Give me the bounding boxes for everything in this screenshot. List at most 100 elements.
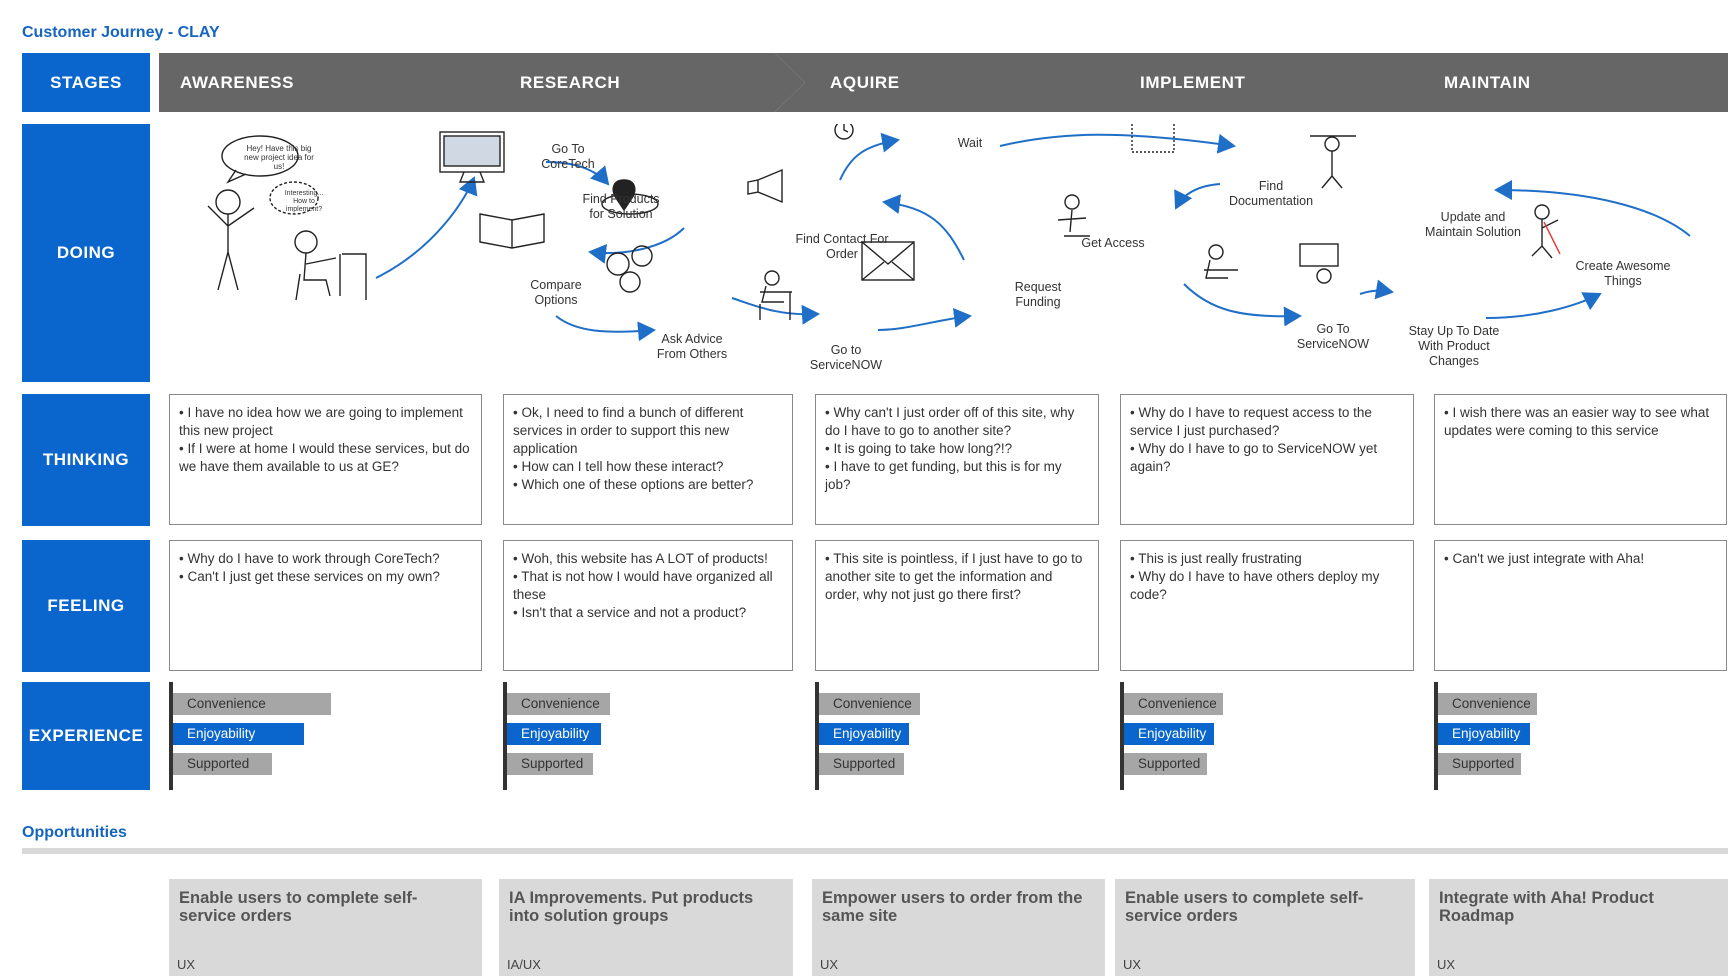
- thinking-item: • Why do I have to go to ServiceNOW yet …: [1130, 441, 1378, 474]
- supported-bar: Supported: [507, 753, 593, 775]
- doing-find-documentation: Find Documentation: [1228, 179, 1314, 208]
- doing-wait: Wait: [957, 136, 983, 150]
- experience-maintain: Convenience Enjoyability Supported: [1434, 682, 1614, 790]
- doing-update-maintain: Update and Maintain Solution: [1425, 210, 1521, 239]
- experience-aquire: Convenience Enjoyability Supported: [815, 682, 995, 790]
- feeling-item: • Why do I have to work through CoreTech…: [179, 551, 440, 566]
- thinking-box-aquire: • Why can't I just order off of this sit…: [815, 394, 1099, 525]
- thinking-item: • It is going to take how long?!?: [825, 441, 1013, 456]
- enjoyability-bar: Enjoyability: [1124, 723, 1214, 745]
- doing-illustration: [207, 124, 1691, 342]
- opportunity-title: Integrate with Aha! Product Roadmap: [1439, 889, 1654, 925]
- thinking-item: • Why do I have to request access to the…: [1130, 405, 1372, 438]
- supported-bar: Supported: [1124, 753, 1207, 775]
- convenience-bar: Convenience: [507, 693, 610, 715]
- doing-bubble-interesting: Interesting... How to implement?: [284, 190, 324, 213]
- row-label-stages: STAGES: [22, 53, 150, 112]
- experience-implement: Convenience Enjoyability Supported: [1120, 682, 1300, 790]
- opportunity-tag: UX: [1437, 957, 1456, 972]
- experience-axis: [503, 682, 507, 790]
- doing-go-to-servicenow-1: Go to ServiceNOW: [809, 343, 883, 372]
- feeling-box-aquire: • This site is pointless, if I just have…: [815, 540, 1099, 671]
- opportunity-tag: UX: [177, 957, 196, 972]
- experience-axis: [1434, 682, 1438, 790]
- opportunity-tag: UX: [820, 957, 839, 972]
- opportunity-title: Empower users to order from the same sit…: [822, 889, 1083, 925]
- row-label-feeling: FEELING: [22, 540, 150, 672]
- doing-go-to-servicenow-2: Go To ServiceNOW: [1296, 322, 1370, 351]
- stage-awareness: AWARENESS: [159, 53, 499, 112]
- page-title: Customer Journey - CLAY: [22, 24, 220, 41]
- feeling-item: • Woh, this website has A LOT of product…: [513, 551, 768, 566]
- row-label-experience: EXPERIENCE: [22, 682, 150, 790]
- experience-axis: [169, 682, 173, 790]
- convenience-bar: Convenience: [173, 693, 331, 715]
- enjoyability-bar: Enjoyability: [1438, 723, 1530, 745]
- opportunity-card: IA Improvements. Put products into solut…: [499, 879, 793, 976]
- experience-research: Convenience Enjoyability Supported: [503, 682, 683, 790]
- enjoyability-bar: Enjoyability: [507, 723, 601, 745]
- opportunity-card: Integrate with Aha! Product Roadmap UX: [1429, 879, 1728, 976]
- thinking-box-research: • Ok, I need to find a bunch of differen…: [503, 394, 793, 525]
- supported-bar: Supported: [819, 753, 904, 775]
- thinking-item: • Why can't I just order off of this sit…: [825, 405, 1075, 438]
- doing-request-funding: Request Funding: [1014, 280, 1062, 309]
- feeling-item: • This site is pointless, if I just have…: [825, 551, 1083, 602]
- thinking-item: • If I were at home I would these servic…: [179, 441, 470, 474]
- supported-bar: Supported: [173, 753, 272, 775]
- doing-stay-up-to-date: Stay Up To Date With Product Changes: [1408, 324, 1500, 368]
- thinking-item: • I have no idea how we are going to imp…: [179, 405, 463, 438]
- opportunities-title: Opportunities: [22, 824, 127, 841]
- stage-label: RESEARCH: [520, 72, 621, 92]
- convenience-bar: Convenience: [1124, 693, 1223, 715]
- experience-axis: [1120, 682, 1124, 790]
- convenience-bar: Convenience: [1438, 693, 1537, 715]
- thinking-item: • I have to get funding, but this is for…: [825, 459, 1062, 492]
- thinking-item: • Which one of these options are better?: [513, 477, 754, 492]
- opportunities-divider: [22, 848, 1728, 854]
- doing-create-awesome: Create Awesome Things: [1575, 259, 1671, 288]
- thinking-item: • How can I tell how these interact?: [513, 459, 724, 474]
- opportunity-title: Enable users to complete self-service or…: [179, 889, 418, 925]
- feeling-item: • Isn't that a service and not a product…: [513, 605, 747, 620]
- opportunity-title: Enable users to complete self-service or…: [1125, 889, 1364, 925]
- enjoyability-bar: Enjoyability: [173, 723, 304, 745]
- thinking-item: • Ok, I need to find a bunch of differen…: [513, 405, 744, 456]
- feeling-box-awareness: • Why do I have to work through CoreTech…: [169, 540, 482, 671]
- row-label-thinking: THINKING: [22, 394, 150, 526]
- stage-research: RESEARCH: [465, 53, 805, 112]
- enjoyability-bar: Enjoyability: [819, 723, 909, 745]
- opportunity-title: IA Improvements. Put products into solut…: [509, 889, 754, 925]
- opportunity-card: Enable users to complete self-service or…: [169, 879, 482, 976]
- supported-bar: Supported: [1438, 753, 1521, 775]
- thinking-box-maintain: • I wish there was an easier way to see …: [1434, 394, 1727, 525]
- feeling-item: • Can't I just get these services on my …: [179, 569, 440, 584]
- feeling-item: • Can't we just integrate with Aha!: [1444, 551, 1645, 566]
- feeling-item: • That is not how I would have organized…: [513, 569, 773, 602]
- feeling-item: • Why do I have to have others deploy my…: [1130, 569, 1380, 602]
- doing-bubble-hey: Hey! Have this big new project idea for …: [244, 144, 314, 171]
- row-label-doing: DOING: [22, 124, 150, 382]
- stage-label: AWARENESS: [180, 72, 295, 92]
- opportunity-card: Empower users to order from the same sit…: [812, 879, 1105, 976]
- stage-implement: IMPLEMENT: [1084, 53, 1424, 112]
- doing-ask-advice: Ask Advice From Others: [656, 332, 728, 361]
- stage-maintain: MAINTAIN: [1392, 53, 1728, 112]
- doing-find-contact: Find Contact For Order: [795, 232, 889, 261]
- experience-awareness: Convenience Enjoyability Supported: [169, 682, 349, 790]
- convenience-bar: Convenience: [819, 693, 920, 715]
- feeling-box-research: • Woh, this website has A LOT of product…: [503, 540, 793, 671]
- stage-label: AQUIRE: [830, 72, 900, 92]
- experience-axis: [815, 682, 819, 790]
- thinking-item: • I wish there was an easier way to see …: [1444, 405, 1710, 438]
- feeling-box-implement: • This is just really frustrating • Why …: [1120, 540, 1414, 671]
- thinking-box-implement: • Why do I have to request access to the…: [1120, 394, 1414, 525]
- feeling-box-maintain: • Can't we just integrate with Aha!: [1434, 540, 1727, 671]
- opportunity-tag: IA/UX: [507, 957, 541, 972]
- feeling-item: • This is just really frustrating: [1130, 551, 1302, 566]
- stage-label: MAINTAIN: [1444, 72, 1531, 92]
- doing-get-access: Get Access: [1081, 236, 1145, 250]
- doing-find-products: Find Products for Solution: [582, 192, 660, 221]
- doing-go-to-coretech: Go To CoreTech: [541, 142, 595, 171]
- opportunity-card: Enable users to complete self-service or…: [1115, 879, 1415, 976]
